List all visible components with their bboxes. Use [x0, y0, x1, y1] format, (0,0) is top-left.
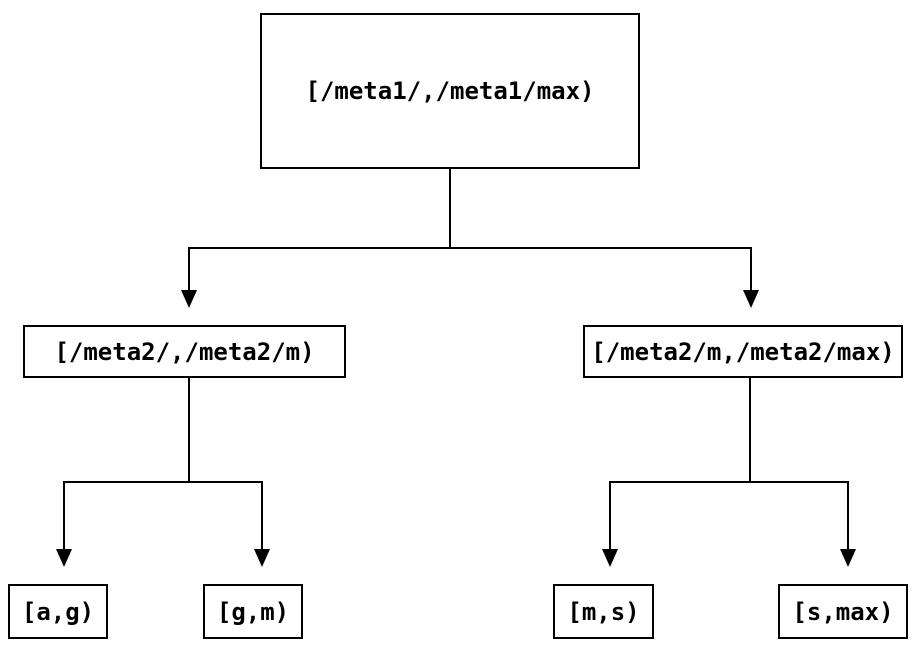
connector-root-drop-left — [188, 247, 190, 290]
connector-right-drop-left — [609, 481, 611, 549]
connector-root-crossbar — [188, 247, 752, 249]
tree-node-meta2-left-label: [/meta2/,/meta2/m) — [54, 337, 315, 366]
connector-root-stem — [449, 169, 451, 249]
tree-node-leaf-ms-label: [m,s) — [567, 597, 640, 626]
connector-left-drop-left — [63, 481, 65, 549]
tree-node-leaf-ms: [m,s) — [553, 584, 654, 639]
connector-right-stem — [749, 378, 751, 483]
tree-node-meta2-left: [/meta2/,/meta2/m) — [23, 325, 346, 378]
connector-right-drop-right — [847, 481, 849, 549]
tree-node-leaf-ag-label: [a,g) — [21, 597, 95, 626]
connector-left-crossbar — [63, 481, 263, 483]
tree-node-leaf-gm: [g,m) — [203, 584, 303, 639]
connector-root-drop-right — [750, 247, 752, 290]
tree-node-leaf-smax-label: [s,max) — [792, 597, 894, 626]
tree-node-root-label: [/meta1/,/meta1/max) — [305, 77, 595, 105]
tree-node-leaf-gm-label: [g,m) — [216, 597, 290, 626]
tree-node-leaf-ag: [a,g) — [8, 584, 108, 639]
tree-node-meta2-right: [/meta2/m,/meta2/max) — [583, 325, 903, 378]
arrow-down-icon — [56, 549, 72, 567]
connector-left-stem — [188, 378, 190, 483]
arrow-down-icon — [181, 290, 197, 308]
arrow-down-icon — [743, 290, 759, 308]
tree-node-leaf-smax: [s,max) — [778, 584, 908, 639]
connector-right-crossbar — [609, 481, 849, 483]
tree-node-meta2-right-label: [/meta2/m,/meta2/max) — [591, 337, 895, 366]
arrow-down-icon — [254, 549, 270, 567]
arrow-down-icon — [840, 549, 856, 567]
connector-left-drop-right — [261, 481, 263, 549]
arrow-down-icon — [602, 549, 618, 567]
tree-node-root: [/meta1/,/meta1/max) — [260, 13, 640, 169]
